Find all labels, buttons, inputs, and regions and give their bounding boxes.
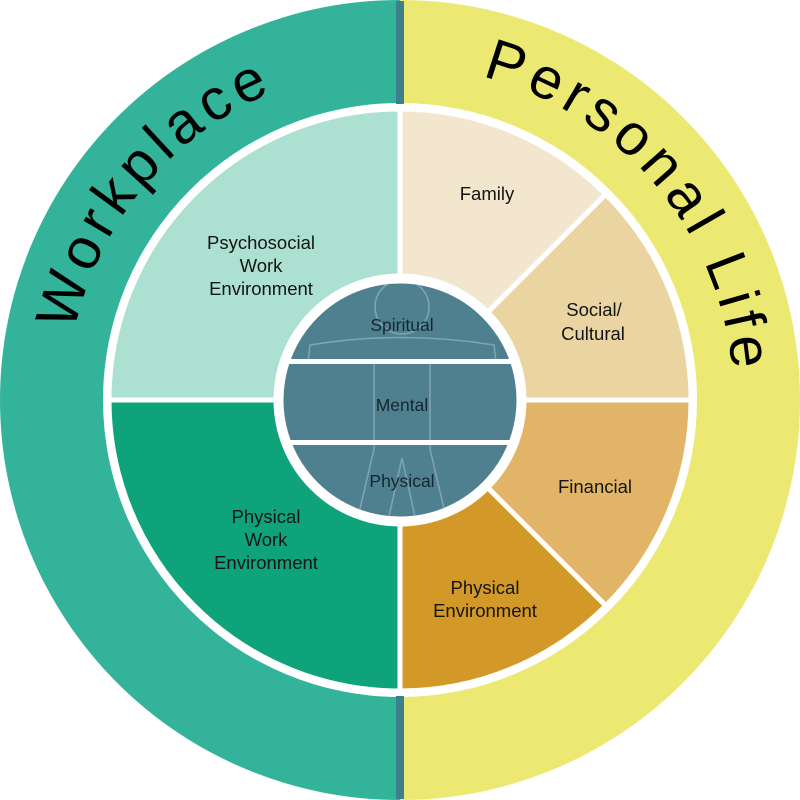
sector-psychosocial-work-environment xyxy=(106,106,403,403)
svg-text:Social/: Social/ xyxy=(566,299,622,320)
core-label-spiritual: Spiritual xyxy=(370,315,433,335)
sector-label-psychosocial-work-environment: Psychosocial Work Environment xyxy=(207,232,315,299)
outer-ring-workplace-half xyxy=(0,0,400,800)
svg-text:Environment: Environment xyxy=(209,278,313,299)
sector-family xyxy=(397,106,610,316)
sector-physical-environment xyxy=(397,484,610,694)
svg-text:Work: Work xyxy=(245,529,289,550)
sector-label-physical-environment: Physical Environment xyxy=(433,577,537,621)
outer-ring-personal-half xyxy=(400,0,800,800)
svg-text:Financial: Financial xyxy=(558,476,632,497)
svg-text:Physical: Physical xyxy=(451,577,520,598)
core-divider-2 xyxy=(283,440,517,445)
core-divider-1 xyxy=(283,359,517,364)
sector-label-social-cultural: Social/ Cultural xyxy=(561,299,625,344)
sector-label-financial: Financial xyxy=(558,476,632,497)
svg-text:Physical: Physical xyxy=(232,506,301,527)
svg-text:Family: Family xyxy=(460,183,515,204)
sector-label-family: Family xyxy=(460,183,515,204)
svg-text:Environment: Environment xyxy=(214,552,318,573)
core-label-mental: Mental xyxy=(376,395,429,415)
sector-social-cultural xyxy=(484,190,694,403)
outer-ring-divider-bottom xyxy=(396,696,404,799)
sector-physical-work-environment xyxy=(106,397,403,694)
human-figure-icon xyxy=(307,283,497,517)
sector-label-physical-work-environment: Physical Work Environment xyxy=(214,506,318,573)
svg-text:Work: Work xyxy=(240,255,284,276)
svg-text:Environment: Environment xyxy=(433,600,537,621)
sector-financial xyxy=(484,397,694,610)
svg-text:Psychosocial: Psychosocial xyxy=(207,232,315,253)
svg-text:Cultural: Cultural xyxy=(561,323,625,344)
core-label-physical: Physical xyxy=(369,471,434,491)
outer-ring-divider-top xyxy=(396,1,404,104)
